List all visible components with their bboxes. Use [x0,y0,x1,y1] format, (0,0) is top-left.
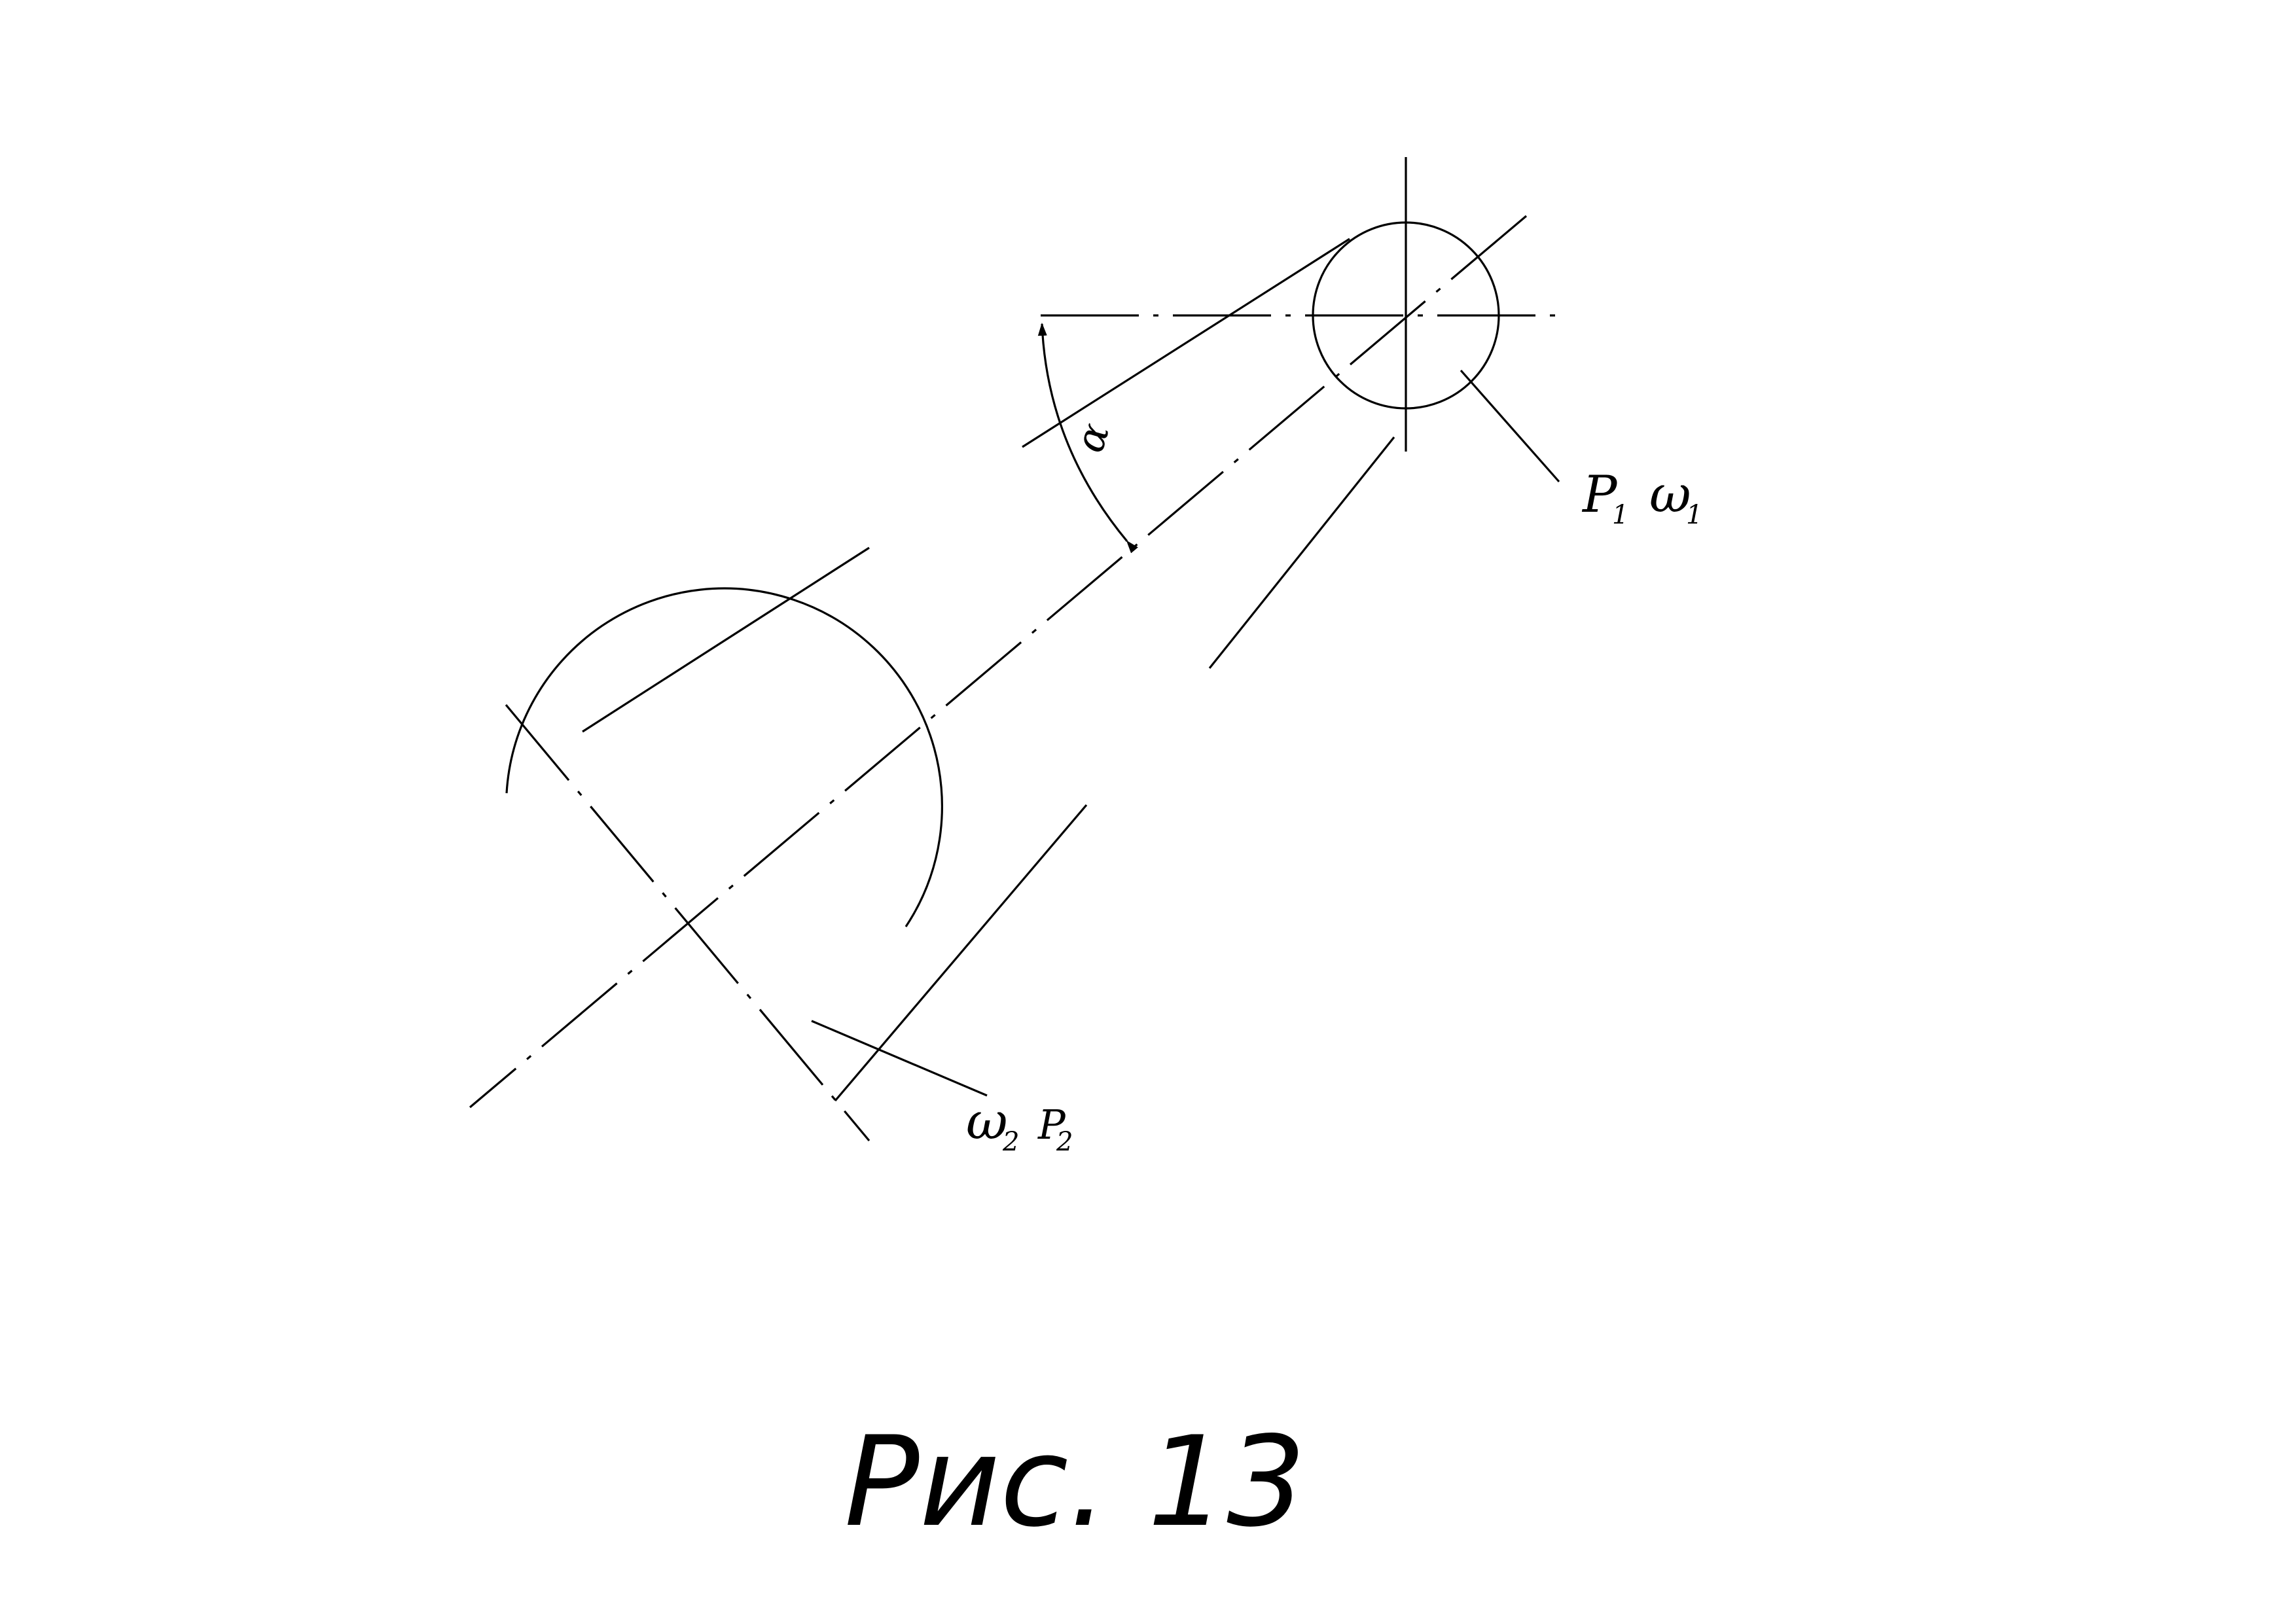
angle-alpha-arc [1037,323,1138,554]
large-pulley [505,587,943,1142]
leader-line-p1-omega1 [1460,369,1560,483]
omega2-subscript: 2 [1002,1127,1019,1157]
p2-label: P [1037,1101,1066,1149]
omega1-label: ω [1649,465,1691,524]
center-line [469,215,1528,1109]
belt-lower-branch [1208,437,1395,669]
leader-lines [811,369,1560,1097]
angle-alpha-label: α [1065,417,1119,457]
small-pulley-label: P 1 ω 1 [1581,465,1702,530]
figure-caption: Рис. 13 [844,1410,1306,1554]
omega2-label: ω [966,1092,1008,1151]
leader-line-omega2-p2 [811,1020,988,1097]
p1-subscript: 1 [1612,500,1628,530]
belt-lower-branch-lower [834,804,1088,1102]
p1-label: P [1581,465,1618,524]
belt-upper-branch-lower [582,546,870,733]
small-pulley [1041,157,1564,452]
large-pulley-label: ω 2 P 2 [966,1092,1073,1157]
belt-upper-branch [1022,238,1350,448]
omega1-subscript: 1 [1686,500,1702,530]
large-pulley-arc [505,587,943,927]
p2-subscript: 2 [1056,1127,1073,1157]
